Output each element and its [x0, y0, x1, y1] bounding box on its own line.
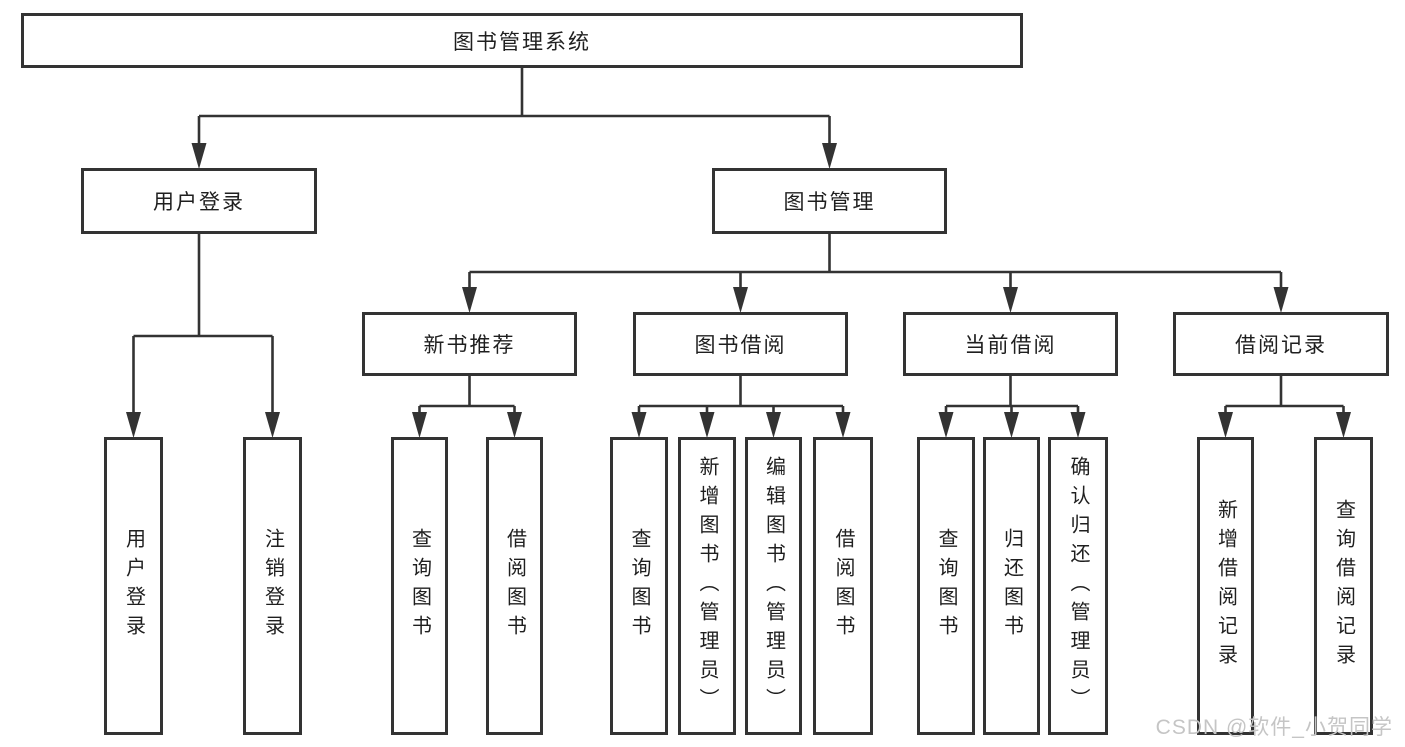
node-label-leaf-cb-return: 归还图书 [1000, 528, 1023, 644]
node-borrow-records: 借阅记录 [1173, 312, 1389, 376]
node-label-book-borrow: 图书借阅 [694, 334, 787, 357]
node-leaf-logout: 注销登录 [243, 437, 302, 735]
node-label-leaf-nbr-query: 查询图书 [408, 528, 431, 644]
node-leaf-cb-confirm: 确认归还（管理员） [1048, 437, 1108, 735]
node-label-leaf-nbr-borrow: 借阅图书 [503, 528, 526, 644]
node-user-login: 用户登录 [81, 168, 317, 234]
node-leaf-br-query: 查询借阅记录 [1314, 437, 1373, 735]
node-leaf-nbr-borrow: 借阅图书 [486, 437, 543, 735]
node-label-user-login: 用户登录 [153, 191, 245, 214]
node-label-leaf-bb-borrow: 借阅图书 [832, 528, 854, 644]
node-label-leaf-bb-edit: 编辑图书（管理员） [762, 455, 785, 717]
node-book-mgmt: 图书管理 [712, 168, 947, 234]
node-leaf-bb-add: 新增图书（管理员） [678, 437, 736, 735]
node-leaf-cb-query: 查询图书 [917, 437, 975, 735]
node-leaf-br-add: 新增借阅记录 [1197, 437, 1254, 735]
node-label-leaf-cb-query: 查询图书 [935, 528, 957, 644]
node-label-borrow-records: 借阅记录 [1235, 334, 1327, 357]
node-root: 图书管理系统 [21, 13, 1023, 68]
node-label-leaf-logout: 注销登录 [261, 528, 284, 644]
node-label-leaf-bb-query: 查询图书 [628, 528, 650, 644]
node-label-leaf-br-add: 新增借阅记录 [1214, 499, 1237, 673]
node-label-leaf-cb-confirm: 确认归还（管理员） [1067, 455, 1089, 717]
node-label-current-borrow: 当前借阅 [964, 334, 1057, 357]
node-new-book-rec: 新书推荐 [362, 312, 577, 376]
node-label-leaf-br-query: 查询借阅记录 [1332, 499, 1355, 673]
node-leaf-bb-query: 查询图书 [610, 437, 668, 735]
node-label-book-mgmt: 图书管理 [783, 191, 876, 214]
node-leaf-bb-edit: 编辑图书（管理员） [745, 437, 802, 735]
node-label-new-book-rec: 新书推荐 [423, 334, 516, 357]
node-leaf-bb-borrow: 借阅图书 [813, 437, 873, 735]
node-label-leaf-user-login: 用户登录 [122, 528, 145, 644]
node-label-root: 图书管理系统 [453, 30, 591, 54]
node-leaf-cb-return: 归还图书 [983, 437, 1040, 735]
node-label-leaf-bb-add: 新增图书（管理员） [696, 455, 718, 717]
node-leaf-nbr-query: 查询图书 [391, 437, 448, 735]
node-book-borrow: 图书借阅 [633, 312, 848, 376]
node-current-borrow: 当前借阅 [903, 312, 1118, 376]
watermark-text: CSDN @软件_小贺同学 [1155, 716, 1393, 739]
node-leaf-user-login: 用户登录 [104, 437, 163, 735]
